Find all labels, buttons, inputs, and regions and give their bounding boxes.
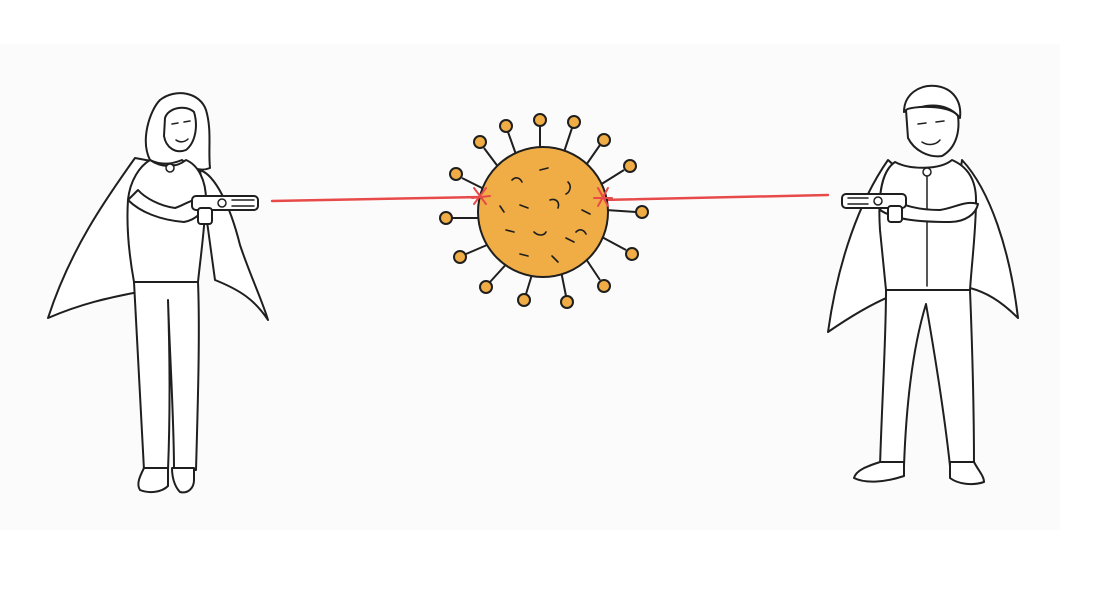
woman-left-shoe — [137, 467, 169, 494]
laser-hit-marks — [471, 187, 613, 207]
man-right-shoe — [949, 461, 985, 486]
virus-icon — [439, 113, 649, 309]
man-laser-gun — [841, 193, 907, 223]
woman-superhero-icon — [47, 92, 269, 494]
man-face — [905, 105, 960, 158]
man-left-shoe — [853, 461, 905, 483]
woman-laser-gun — [191, 195, 259, 225]
woman-right-shoe — [171, 467, 195, 494]
left-laser-beam — [270, 195, 484, 203]
right-laser-beam — [598, 193, 830, 202]
woman-torso — [126, 159, 207, 283]
woman-face — [163, 106, 197, 153]
man-superhero-icon — [827, 84, 1019, 486]
woman-legs — [133, 281, 200, 471]
man-arms — [879, 195, 979, 223]
laser-beams — [270, 193, 830, 203]
man-legs — [879, 289, 975, 467]
